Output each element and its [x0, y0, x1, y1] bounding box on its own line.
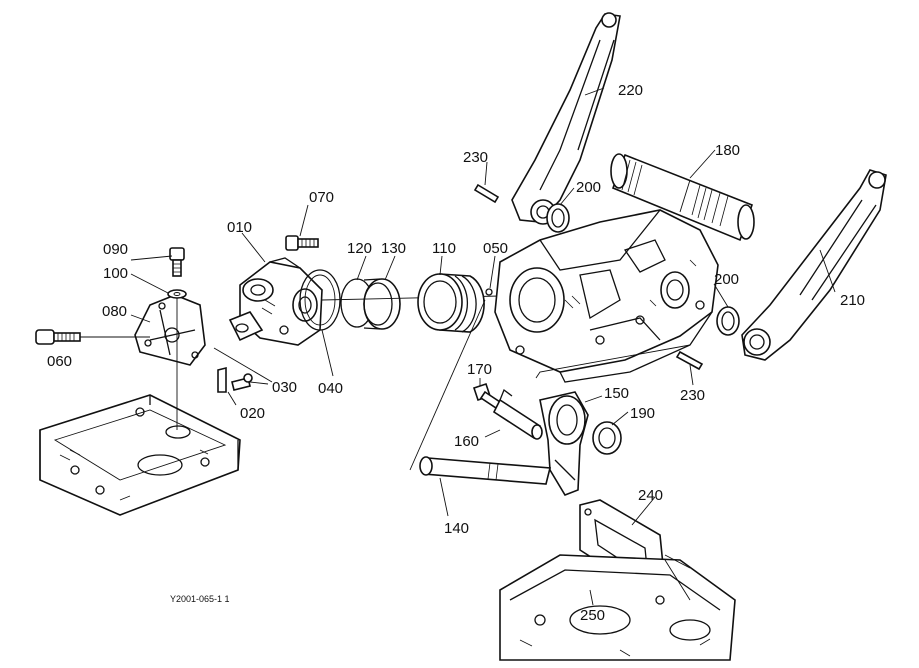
callout-100: 100 — [103, 265, 128, 282]
callout-080: 080 — [102, 303, 127, 320]
bolt-170 — [472, 382, 502, 410]
callout-050: 050 — [483, 240, 508, 257]
lower-right-housing — [499, 554, 736, 661]
leader-line — [535, 344, 691, 379]
callout-200-right: 200 — [714, 271, 739, 288]
callout-leaders — [130, 87, 836, 606]
callout-120: 120 — [347, 240, 372, 257]
rod-140 — [419, 456, 552, 485]
lower-left-housing — [39, 394, 241, 516]
bolt-070 — [285, 235, 319, 251]
lever-150 — [539, 391, 589, 496]
callout-240: 240 — [638, 487, 663, 504]
callout-140: 140 — [444, 520, 469, 537]
small-screw-020-030 — [213, 347, 273, 393]
callout-090: 090 — [103, 241, 128, 258]
callout-220: 220 — [618, 82, 643, 99]
leader-line — [664, 554, 691, 601]
small-ring-050 — [485, 288, 493, 296]
callout-010: 010 — [227, 219, 252, 236]
callout-040: 040 — [318, 380, 343, 397]
callout-030: 030 — [272, 379, 297, 396]
callout-170: 170 — [467, 361, 492, 378]
callout-190: 190 — [630, 405, 655, 422]
callout-160: 160 — [454, 433, 479, 450]
callout-020: 020 — [240, 405, 265, 422]
callout-210: 210 — [840, 292, 865, 309]
pin-160 — [492, 388, 543, 440]
callout-110: 110 — [432, 240, 456, 257]
leader-line — [409, 299, 486, 471]
main-hydraulic-housing — [494, 209, 719, 383]
callout-230-upper: 230 — [463, 149, 488, 166]
callout-250: 250 — [580, 607, 605, 624]
lift-arm-210 — [741, 169, 887, 361]
bolt-090 — [169, 247, 185, 277]
cylinder-sleeve-110 — [417, 273, 485, 333]
callout-200-upper: 200 — [576, 179, 601, 196]
callout-230-right: 230 — [680, 387, 705, 404]
pin-230-upper — [473, 183, 500, 204]
lift-arm-220 — [511, 12, 621, 225]
callout-150: 150 — [604, 385, 629, 402]
valve-body-010 — [228, 257, 323, 346]
callout-130: 130 — [381, 240, 406, 257]
seal-200-right — [716, 306, 740, 336]
seal-190 — [592, 421, 622, 455]
splined-shaft-180 — [610, 153, 755, 242]
figure-reference-code: Y2001-065-1 1 — [170, 594, 230, 604]
ring-130 — [363, 278, 401, 330]
seal-200-upper — [546, 203, 570, 233]
bolt-060 — [35, 329, 150, 345]
washer-100 — [167, 289, 187, 299]
callout-180: 180 — [715, 142, 740, 159]
pin-230-right — [675, 350, 704, 371]
mounting-bracket — [134, 294, 206, 366]
callout-060: 060 — [47, 353, 72, 370]
callout-070: 070 — [309, 189, 334, 206]
